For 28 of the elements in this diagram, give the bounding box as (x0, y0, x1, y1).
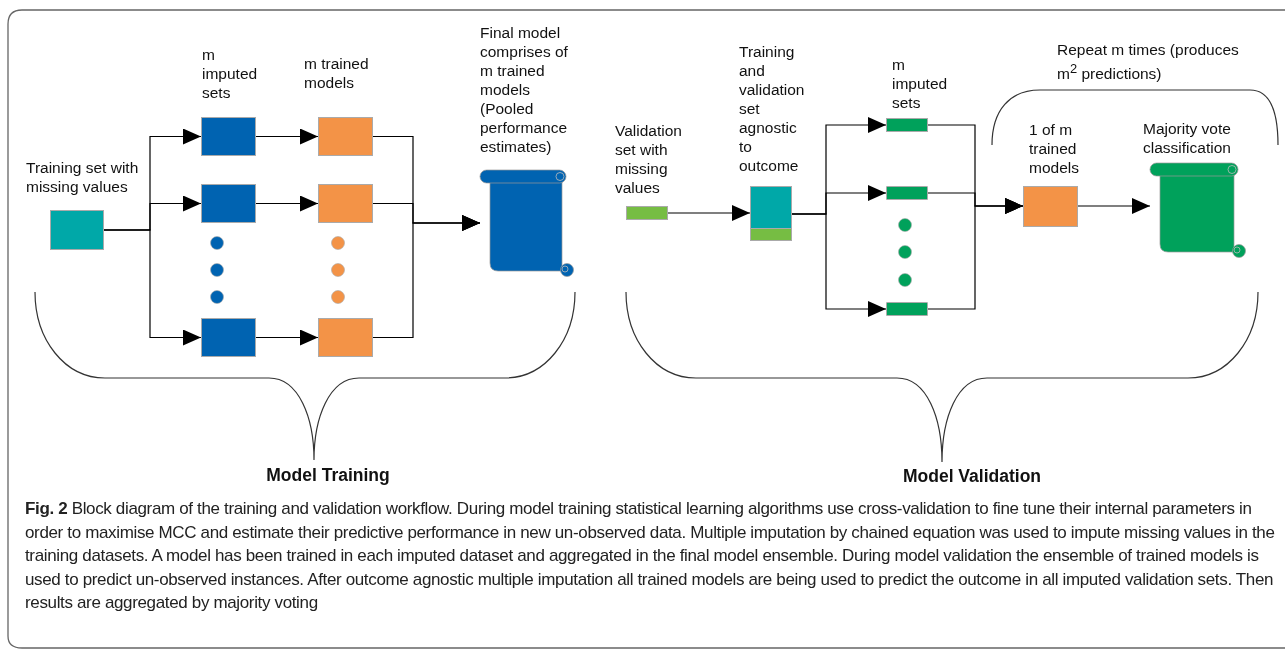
node-heading: Majority vote classification (1143, 119, 1232, 157)
arrow (255, 329, 319, 346)
process-box (201, 184, 256, 223)
data-bar (886, 186, 928, 200)
arrow (372, 215, 481, 339)
arrow (791, 213, 887, 317)
node-heading: Training and validation set agnostic to outcome (739, 42, 806, 175)
section-title: Model Training (265, 466, 391, 485)
arrow (927, 198, 1024, 310)
arrow (103, 229, 202, 346)
node-heading: m imputed sets (892, 55, 949, 112)
process-box (318, 318, 373, 357)
arrow (255, 195, 319, 212)
figure-caption: Fig. 2 Block diagram of the training and validation workflow. During model training statistical learning algorithms use cross-validation to fine tune their internal parameters in order to maximise MCC and estimate their predictive performance in new un-observed data. Multiple imputation by chained equation was used to impute missing values in the training datasets. A model has been trained in each imputed dataset and aggregated in the final model ensemble. During model validation the ensemble of trained models is used to predict un-observed instances. After outcome agnostic multiple imputation all trained models are being used to predict the outcome in all imputed validation sets. Then results are aggregated by majority voting (25, 498, 1275, 614)
process-box (318, 184, 373, 223)
arrow (255, 128, 319, 145)
node-heading: 1 of m trained models (1029, 120, 1080, 177)
section-title: Model Validation (901, 467, 1043, 486)
process-box (201, 318, 256, 357)
node-heading: Training set with missing values (26, 158, 140, 196)
data-bar (886, 302, 928, 316)
node-heading: Final model comprises of m trained models (Pooled performance estimates) (480, 23, 569, 156)
arrow (1077, 198, 1151, 214)
node-heading: m trained models (304, 54, 370, 92)
node-heading: m imputed sets (202, 45, 259, 102)
annotation-text: Repeat m times (produces m$^{2}$ predictions) (1057, 40, 1240, 84)
arrow (667, 205, 751, 221)
node-heading: Validation set with missing values (615, 121, 683, 197)
